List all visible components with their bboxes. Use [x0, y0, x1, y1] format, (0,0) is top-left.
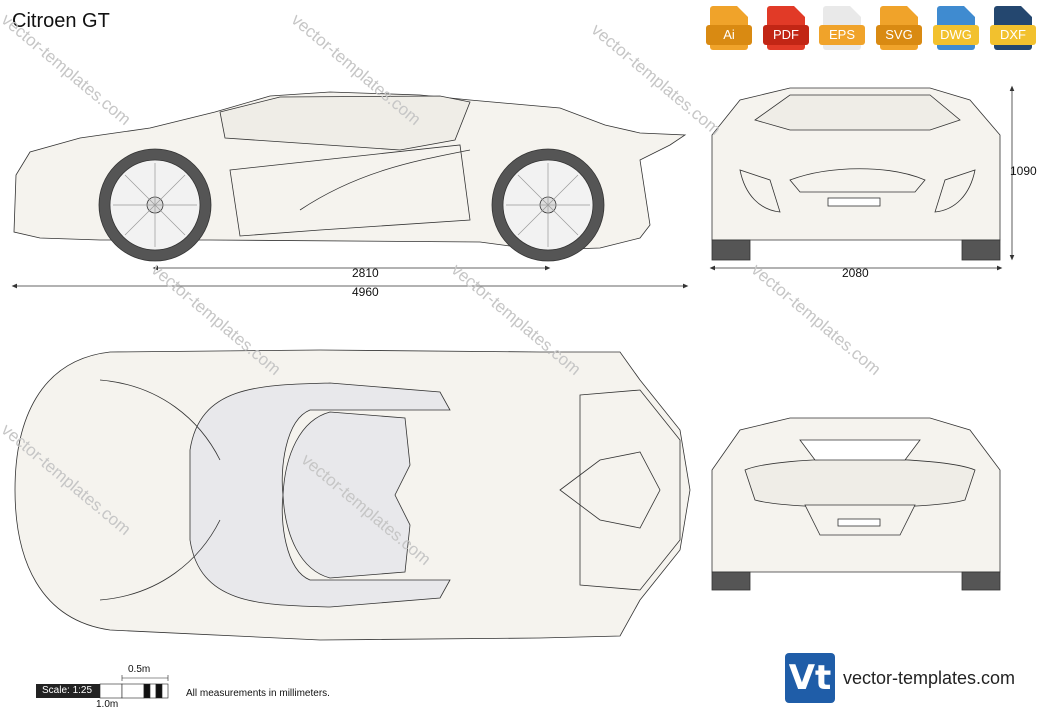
measurement-note: All measurements in millimeters. — [186, 688, 330, 699]
height-label: 1090 — [1010, 164, 1037, 178]
svg-format-icon[interactable]: SVG — [876, 6, 922, 50]
dxf-format-icon[interactable]: DXF — [990, 6, 1036, 50]
length-label: 4960 — [352, 285, 379, 299]
top-view — [14, 349, 691, 641]
front-right-tire — [961, 239, 1001, 261]
front-left-tire — [711, 239, 751, 261]
ai-label: Ai — [706, 25, 752, 45]
page-title: Citroen GT — [12, 10, 110, 32]
half-meter-label: 0.5m — [128, 664, 151, 675]
width-label: 2080 — [842, 266, 869, 280]
rear-view — [711, 417, 1001, 591]
svg-label: SVG — [876, 25, 922, 45]
side-view — [13, 91, 687, 262]
rear-right-tire — [961, 571, 1001, 591]
eps-format-icon[interactable]: EPS — [819, 6, 865, 50]
pdf-format-icon[interactable]: PDF — [763, 6, 809, 50]
scale-label: Scale: 1:25 — [36, 684, 100, 698]
dxf-label: DXF — [990, 25, 1036, 45]
wheelbase-label: 2810 — [352, 266, 379, 280]
pdf-label: PDF — [763, 25, 809, 45]
scale-bar — [99, 675, 169, 699]
vt-logo-icon[interactable]: Vt — [785, 653, 835, 703]
eps-label: EPS — [819, 25, 865, 45]
dwg-format-icon[interactable]: DWG — [933, 6, 979, 50]
one-meter-label: 1.0m — [96, 699, 119, 710]
rear-left-tire — [711, 571, 751, 591]
ai-format-icon[interactable]: Ai — [706, 6, 752, 50]
dwg-label: DWG — [933, 25, 979, 45]
brand-name-link[interactable]: vector-templates.com — [843, 668, 1016, 688]
front-view — [711, 87, 1001, 261]
